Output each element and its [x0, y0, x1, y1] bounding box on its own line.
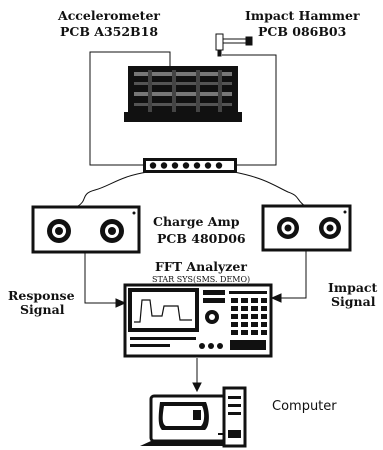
fft-analyzer-icon	[123, 283, 273, 358]
response-signal-label-line1: Response	[8, 288, 75, 303]
hammer-model: PCB 086B03	[258, 24, 347, 39]
response-signal-label-line2: Signal	[20, 302, 65, 317]
test-structure-icon	[124, 66, 242, 122]
right-charge-amp-icon	[261, 204, 352, 252]
charge-amp-title: Charge Amp	[153, 214, 240, 229]
response-arrowhead	[115, 298, 127, 308]
response-signal-line	[84, 252, 118, 304]
fft-analyzer-title: FFT Analyzer	[155, 259, 247, 274]
left-charge-amp-icon	[31, 205, 141, 254]
accelerometer-model: PCB A352B18	[60, 24, 159, 39]
impact-hammer-icon	[215, 33, 253, 57]
fft-analyzer-subtitle: STAR SYS(SMS. DEMO)	[152, 275, 251, 284]
cable-to-right-amp	[233, 171, 306, 207]
charge-amp-model: PCB 480D06	[157, 231, 246, 246]
computer-arrowhead	[192, 382, 202, 393]
cable-accelerometer	[89, 51, 171, 166]
junction-box-icon	[143, 158, 237, 173]
impact-signal-line	[280, 250, 307, 299]
hammer-title: Impact Hammer	[245, 8, 360, 23]
computer-label: Computer	[272, 399, 337, 414]
cable-hammer	[222, 54, 277, 166]
impact-arrowhead	[270, 293, 282, 303]
impact-signal-label-line2: Signal	[331, 294, 376, 309]
cable-to-left-amp	[77, 171, 149, 207]
impact-signal-label-line1: Impact	[328, 280, 378, 295]
accelerometer-title: Accelerometer	[58, 8, 160, 23]
computer-icon	[140, 386, 247, 448]
